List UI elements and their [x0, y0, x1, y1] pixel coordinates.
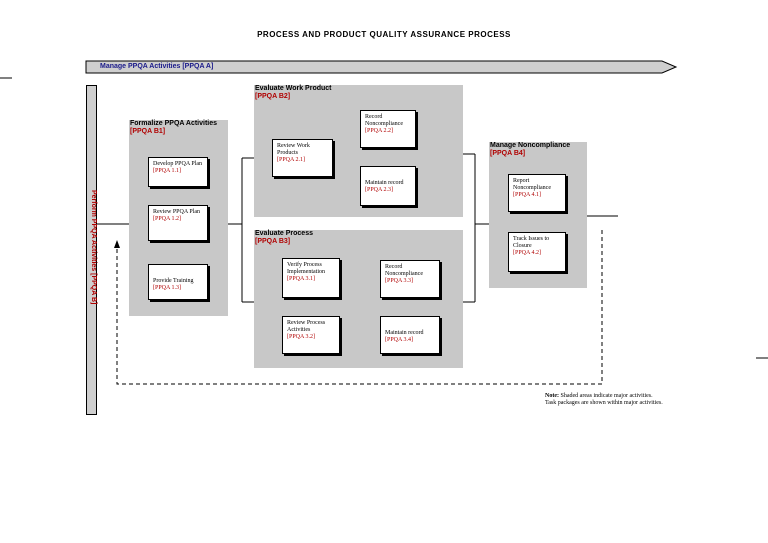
- region-b2-code: [PPQA B2]: [255, 93, 291, 100]
- task-label: Maintain record: [365, 180, 404, 186]
- task-code: [PPQA 1.1]: [153, 168, 182, 174]
- task-label: Develop PPQA Plan: [153, 161, 203, 167]
- task-label: Review PPQA Plan: [153, 209, 201, 215]
- task-develop-ppqa-plan: Develop PPQA Plan [PPQA 1.1]: [148, 157, 208, 187]
- task-code: [PPQA 1.3]: [153, 285, 182, 291]
- task-label: Record Noncompliance: [365, 114, 403, 127]
- task-code: [PPQA 1.2]: [153, 216, 182, 222]
- region-b4-title: Manage Noncompliance: [490, 142, 571, 149]
- region-b2-title: Evaluate Work Product: [255, 85, 332, 92]
- note-bold: Note:: [545, 393, 559, 399]
- task-label: Record Noncompliance: [385, 264, 423, 277]
- task-maintain-record-2: Maintain record [PPQA 2.3]: [360, 166, 416, 206]
- task-report-noncompliance: Report Noncompliance [PPQA 4.1]: [508, 174, 566, 212]
- region-b4-code: [PPQA B4]: [490, 150, 526, 157]
- task-label: Track Issues to Closure: [513, 236, 550, 249]
- task-code: [PPQA 3.4]: [385, 337, 414, 343]
- task-code: [PPQA 3.1]: [287, 276, 316, 282]
- banner-label: Manage PPQA Activities [PPQA A]: [100, 63, 214, 70]
- task-provide-training: Provide Training [PPQA 1.3]: [148, 264, 208, 300]
- task-review-ppqa-plan: Review PPQA Plan [PPQA 1.2]: [148, 205, 208, 241]
- task-track-issues-to-closure: Track Issues to Closure [PPQA 4.2]: [508, 232, 566, 272]
- task-record-noncompliance-3: Record Noncompliance [PPQA 3.3]: [380, 260, 440, 298]
- task-review-work-products: Review Work Products [PPQA 2.1]: [272, 139, 333, 177]
- task-label: Provide Training: [153, 278, 194, 284]
- region-b3-code: [PPQA B3]: [255, 238, 291, 245]
- diagram-note: Note: Shaded areas indicate major activi…: [545, 393, 663, 407]
- task-code: [PPQA 4.1]: [513, 192, 542, 198]
- task-code: [PPQA 2.1]: [277, 157, 306, 163]
- diagram-title: PROCESS AND PRODUCT QUALITY ASSURANCE PR…: [257, 30, 511, 39]
- task-code: [PPQA 2.2]: [365, 128, 394, 134]
- task-code: [PPQA 3.3]: [385, 278, 414, 284]
- task-record-noncompliance-2: Record Noncompliance [PPQA 2.2]: [360, 110, 416, 148]
- task-label: Report Noncompliance: [513, 178, 551, 191]
- task-label: Review Process Activities: [287, 320, 326, 333]
- region-b1-code: [PPQA B1]: [130, 128, 166, 135]
- task-verify-process-implementation: Verify Process Implementation [PPQA 3.1]: [282, 258, 340, 298]
- side-bar-label: Perform PPQA Activities [PPQA B]: [90, 190, 97, 305]
- task-maintain-record-3: Maintain record [PPQA 3.4]: [380, 316, 440, 354]
- region-b1-label: Formalize PPQA Activities [PPQA B1]: [130, 120, 217, 136]
- task-label: Review Work Products: [277, 143, 310, 156]
- task-label: Maintain record: [385, 330, 424, 336]
- task-label: Verify Process Implementation: [287, 262, 325, 275]
- side-bar: [86, 85, 97, 415]
- task-code: [PPQA 3.2]: [287, 334, 316, 340]
- task-review-process-activities: Review Process Activities [PPQA 3.2]: [282, 316, 340, 354]
- region-b2-label: Evaluate Work Product [PPQA B2]: [255, 85, 332, 101]
- task-code: [PPQA 2.3]: [365, 187, 394, 193]
- region-b3-label: Evaluate Process [PPQA B3]: [255, 230, 313, 246]
- region-b3-title: Evaluate Process: [255, 230, 313, 237]
- region-b4-label: Manage Noncompliance [PPQA B4]: [490, 142, 570, 158]
- note-line2: Task packages are shown within major act…: [545, 400, 663, 406]
- task-code: [PPQA 4.2]: [513, 250, 542, 256]
- region-b1-title: Formalize PPQA Activities: [130, 120, 218, 127]
- note-line1: Shaded areas indicate major activities.: [559, 393, 653, 399]
